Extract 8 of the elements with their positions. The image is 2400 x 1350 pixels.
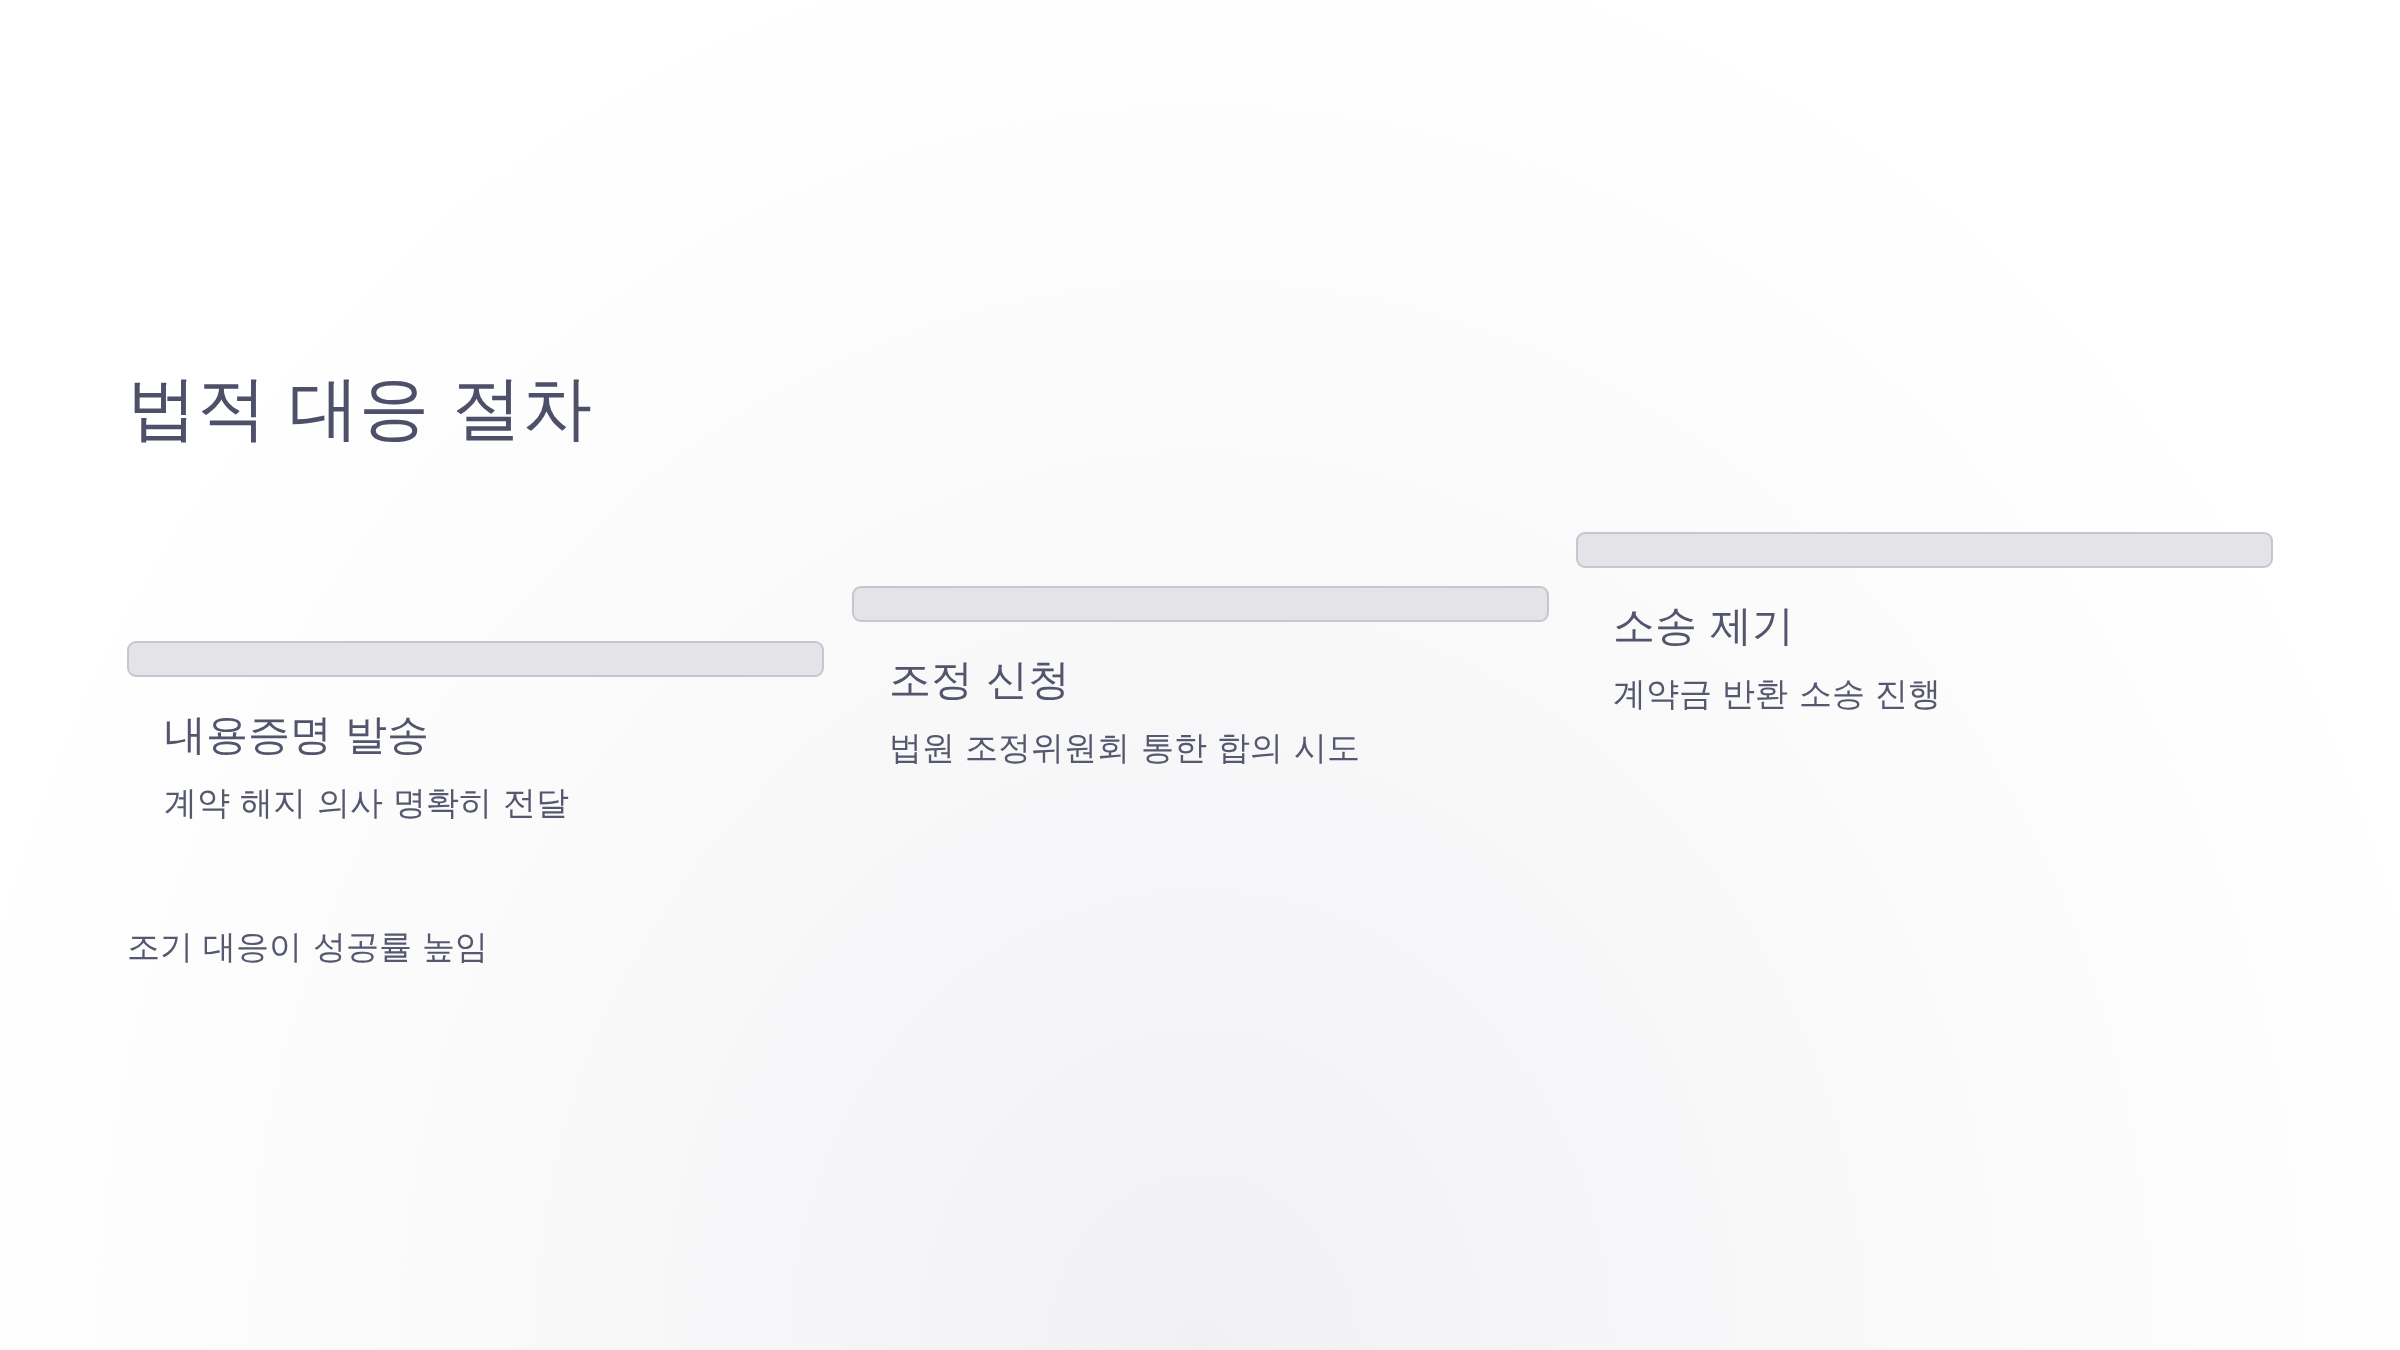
step-description: 계약금 반환 소송 진행 (1613, 673, 1942, 715)
step-heading: 내용증명 발송 (164, 709, 430, 761)
step-description: 계약 해지 의사 명확히 전달 (164, 782, 569, 824)
step-heading: 조정 신청 (889, 654, 1071, 706)
step-description: 법원 조정위원회 통한 합의 시도 (889, 727, 1360, 769)
note-text: 조기 대응이 성공률 높임 (127, 926, 489, 968)
title: 법적 대응 절차 (127, 366, 592, 451)
step-heading: 소송 제기 (1613, 600, 1795, 652)
